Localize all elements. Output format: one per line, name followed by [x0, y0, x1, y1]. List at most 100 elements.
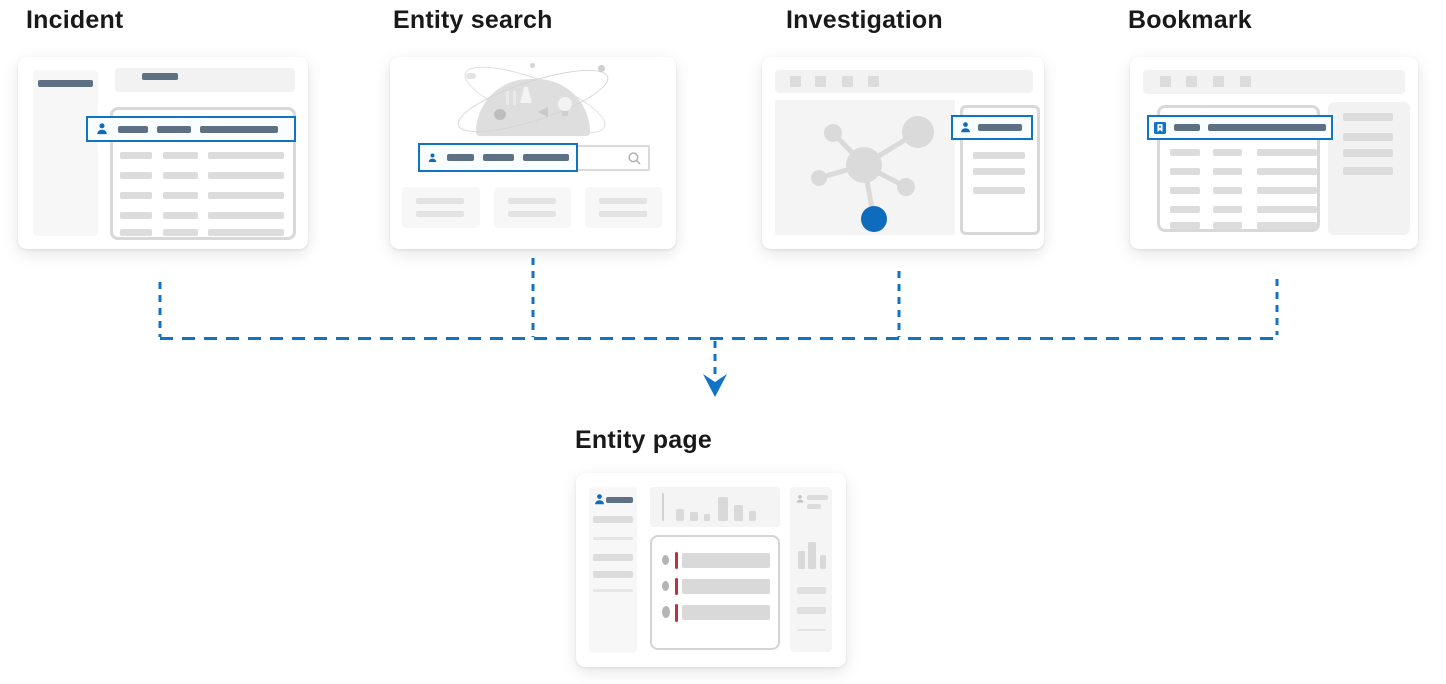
- result-tile: [494, 187, 571, 228]
- placeholder-bar: [1170, 168, 1200, 175]
- toolbar-button: [790, 76, 801, 87]
- chart-bar: [749, 511, 756, 521]
- result-tile: [585, 187, 662, 228]
- placeholder-bar: [797, 629, 826, 631]
- placeholder-bar: [1257, 222, 1317, 229]
- placeholder-bar: [1208, 124, 1326, 131]
- placeholder-bar: [38, 80, 93, 87]
- placeholder-bar: [120, 192, 152, 199]
- placeholder-bar: [599, 198, 647, 204]
- placeholder-bar: [1257, 149, 1317, 156]
- chart-bar: [704, 514, 710, 521]
- placeholder-bar: [483, 154, 514, 161]
- investigation-title: Investigation: [786, 6, 943, 34]
- selected-entity-node: [861, 206, 887, 232]
- insights-column: [790, 487, 832, 652]
- placeholder-bar: [120, 229, 152, 236]
- chart-bar: [734, 505, 743, 521]
- toolbar-button: [1240, 76, 1251, 87]
- severity-tick: [675, 578, 678, 595]
- placeholder-bar: [523, 154, 569, 161]
- chart-axis: [662, 493, 664, 521]
- placeholder-bar: [416, 211, 464, 217]
- incident-card: [18, 57, 308, 249]
- entity-search-illustration: [451, 53, 615, 147]
- search-selected-entity: [418, 143, 578, 172]
- placeholder-bar: [1213, 149, 1242, 156]
- placeholder-bar: [797, 587, 826, 594]
- placeholder-bar: [1174, 124, 1200, 131]
- placeholder-bar: [1343, 133, 1393, 141]
- placeholder-bar: [1213, 187, 1242, 194]
- placeholder-bar: [208, 192, 284, 199]
- placeholder-bar: [120, 152, 152, 159]
- placeholder-bar: [1257, 206, 1317, 213]
- placeholder-bar: [163, 192, 198, 199]
- bookmark-toolbar: [1143, 70, 1405, 94]
- placeholder-bar: [1213, 168, 1242, 175]
- chart-bar: [718, 497, 728, 521]
- alert-row: [652, 578, 778, 595]
- placeholder-bar: [208, 229, 284, 236]
- bookmark-title: Bookmark: [1128, 6, 1252, 34]
- chart-bar: [820, 555, 826, 569]
- result-tile: [402, 187, 480, 228]
- placeholder-bar: [1257, 168, 1317, 175]
- placeholder-bar: [606, 497, 633, 503]
- entity-search-card: [390, 53, 676, 249]
- bookmark-side-panel: [1328, 102, 1410, 235]
- placeholder-bar: [807, 504, 821, 509]
- bullet-icon: [662, 606, 670, 618]
- placeholder-bar: [593, 537, 633, 540]
- placeholder-bar: [1343, 113, 1393, 121]
- placeholder-bar: [1343, 167, 1393, 175]
- graph-selected-entity-row: [951, 115, 1033, 140]
- alert-row: [652, 604, 778, 622]
- chart-bar: [798, 551, 805, 569]
- placeholder-bar: [508, 211, 556, 217]
- placeholder-bar: [200, 125, 278, 133]
- placeholder-bar: [978, 124, 1022, 131]
- placeholder-bar: [163, 212, 198, 219]
- investigation-graph: [775, 100, 955, 235]
- incident-sidebar: [33, 70, 98, 236]
- placeholder-bar: [120, 212, 152, 219]
- entity-page-title: Entity page: [575, 426, 712, 454]
- investigation-toolbar: [775, 70, 1033, 93]
- placeholder-bar: [599, 211, 647, 217]
- alert-row: [652, 552, 778, 569]
- user-icon: [796, 494, 804, 503]
- user-icon: [97, 123, 107, 135]
- placeholder-bar: [797, 607, 826, 614]
- placeholder-bar: [163, 172, 198, 179]
- placeholder-bar: [593, 589, 633, 592]
- placeholder-bar: [416, 198, 464, 204]
- incident-selected-entity-row: [86, 116, 296, 142]
- graph-icon: [811, 116, 934, 232]
- placeholder-bar: [593, 554, 633, 561]
- placeholder-bar: [208, 172, 284, 179]
- investigation-card: [762, 57, 1044, 249]
- bullet-icon: [662, 581, 669, 591]
- placeholder-bar: [163, 229, 198, 236]
- placeholder-bar: [593, 571, 633, 578]
- toolbar-button: [1160, 76, 1171, 87]
- placeholder-bar: [163, 152, 198, 159]
- placeholder-bar: [973, 152, 1025, 159]
- incident-title: Incident: [26, 6, 124, 34]
- toolbar-button: [1213, 76, 1224, 87]
- search-icon: [628, 152, 641, 165]
- chart-bar: [690, 512, 698, 521]
- placeholder-bar: [1257, 187, 1317, 194]
- entity-search-title: Entity search: [393, 6, 553, 34]
- toolbar-button: [868, 76, 879, 87]
- toolbar-button: [1186, 76, 1197, 87]
- placeholder-bar: [682, 579, 770, 594]
- chart-bar: [808, 542, 816, 569]
- placeholder-bar: [973, 168, 1025, 175]
- incident-header-strip: [115, 68, 295, 92]
- severity-tick: [675, 552, 678, 569]
- bookmark-icon: [1154, 121, 1166, 134]
- placeholder-bar: [1213, 222, 1242, 229]
- toolbar-button: [842, 76, 853, 87]
